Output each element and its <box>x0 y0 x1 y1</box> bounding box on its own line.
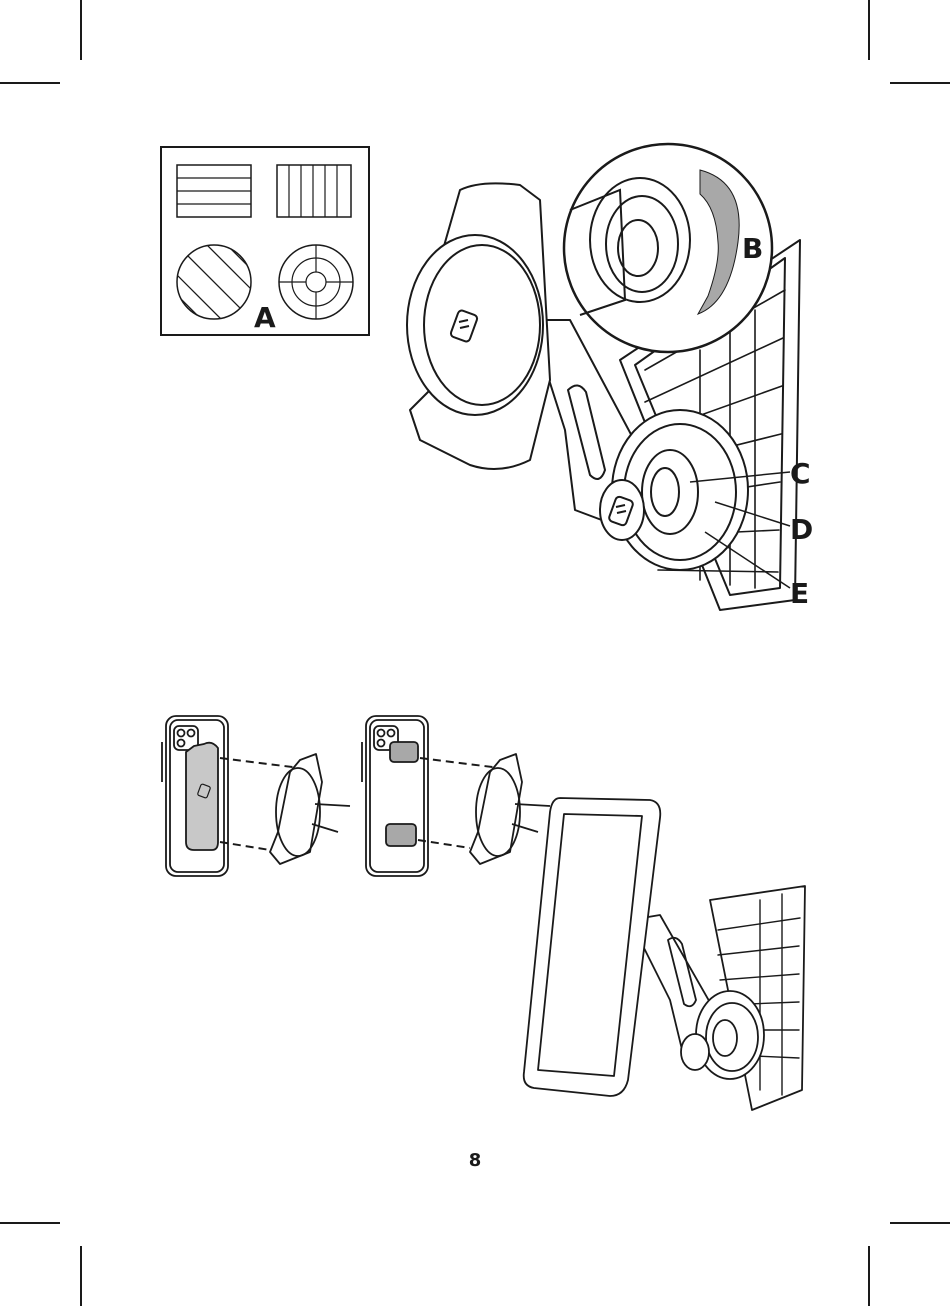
phone-large-plate-illustration <box>160 712 360 882</box>
vent-pattern-round-icon <box>276 242 356 322</box>
rotate-arrow-icon <box>680 162 750 322</box>
callout-leaders <box>600 470 800 590</box>
crop-mark-bottom-left-vertical <box>80 1246 82 1306</box>
crop-mark-top-right-vertical <box>868 0 870 60</box>
callout-e: E <box>790 580 809 608</box>
scosche-logo-icon <box>198 784 210 798</box>
crop-mark-bottom-left-horizontal <box>0 1222 60 1224</box>
callout-b: B <box>742 235 763 263</box>
vent-pattern-diagonal-icon <box>174 242 254 322</box>
page-number: 8 <box>0 1150 950 1171</box>
vent-pattern-vertical-icon <box>276 164 352 218</box>
callout-d: D <box>790 516 813 544</box>
crop-mark-bottom-right-horizontal <box>890 1222 950 1224</box>
callout-c: C <box>790 460 811 488</box>
crop-mark-top-left-vertical <box>80 0 82 60</box>
crop-mark-top-right-horizontal <box>890 82 950 84</box>
callout-a: A <box>254 304 276 332</box>
phone-mounted-illustration <box>520 790 820 1130</box>
crop-mark-top-left-horizontal <box>0 82 60 84</box>
vent-pattern-horizontal-icon <box>176 164 252 218</box>
scosche-logo-icon <box>452 310 476 342</box>
crop-mark-bottom-right-vertical <box>868 1246 870 1306</box>
